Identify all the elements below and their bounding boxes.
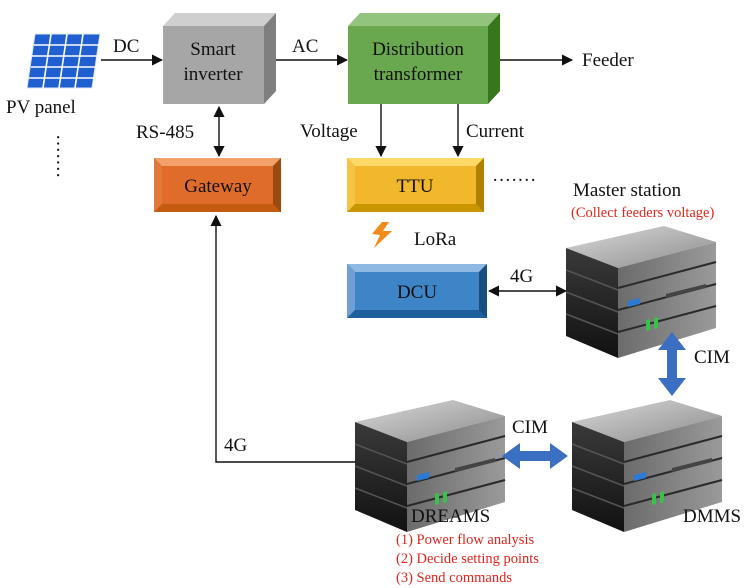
dreams-function-3: (3) Send commands xyxy=(396,570,512,586)
dreams-function-1: (1) Power flow analysis xyxy=(396,532,534,548)
smart-inverter-label-1: Smart xyxy=(190,39,236,60)
ac-label: AC xyxy=(292,36,318,57)
cim-dreams-dmms-label: CIM xyxy=(512,417,548,438)
transformer-label-2: transformer xyxy=(374,64,463,85)
ttu-box xyxy=(347,158,484,212)
master-station-label: Master station xyxy=(573,180,682,201)
cim-vertical-arrow xyxy=(658,332,686,396)
voltage-label: Voltage xyxy=(300,121,358,142)
gateway-dreams-link xyxy=(210,214,355,463)
current-label: Current xyxy=(466,121,525,142)
lora-bolt-icon xyxy=(372,222,392,248)
cim-master-dmms-label: CIM xyxy=(694,347,730,368)
lora-label: LoRa xyxy=(414,229,457,250)
ttu-label: TTU xyxy=(397,176,434,197)
dcu-4g-label: 4G xyxy=(510,266,534,287)
master-station-server-icon xyxy=(565,225,717,359)
dmms-label: DMMS xyxy=(683,506,741,527)
smart-inverter-box xyxy=(163,13,276,104)
pv-panel-icon xyxy=(26,33,101,89)
transformer-label-1: Distribution xyxy=(372,39,464,60)
feeder-label: Feeder xyxy=(582,50,634,71)
dcu-label: DCU xyxy=(397,282,437,303)
distribution-transformer-box xyxy=(348,13,500,104)
pv-ellipsis: ······· xyxy=(47,134,68,178)
ttu-ellipsis: ······· xyxy=(492,170,536,191)
master-station-note: (Collect feeders voltage) xyxy=(571,205,714,221)
smart-inverter-label-2: inverter xyxy=(183,64,243,85)
dreams-label: DREAMS xyxy=(411,506,490,527)
dc-label: DC xyxy=(113,36,139,57)
pv-panel-label: PV panel xyxy=(6,97,76,118)
cim-horizontal-arrow xyxy=(502,443,568,469)
gateway-label: Gateway xyxy=(184,176,252,197)
gateway-box xyxy=(154,158,281,212)
dreams-function-2: (2) Decide setting points xyxy=(396,551,539,567)
gateway-4g-label: 4G xyxy=(224,435,248,456)
rs485-label: RS-485 xyxy=(136,122,194,143)
dcu-box xyxy=(347,264,487,318)
